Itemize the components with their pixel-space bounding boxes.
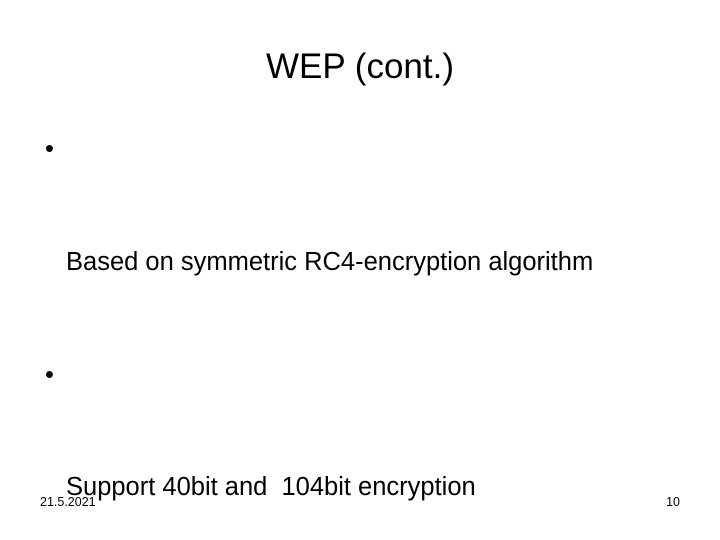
bullet-list: • Based on symmetric RC4-encryption algo… <box>40 131 688 540</box>
bullet-point-icon: • <box>45 135 54 163</box>
bullet-point-icon: • <box>45 360 54 389</box>
slide-footer: 21.5.2021 10 <box>40 494 680 514</box>
footer-page-number: 10 <box>666 495 680 509</box>
list-item-label: Support 40bit and 104bit encryption <box>66 473 476 502</box>
list-item-label: Based on symmetric RC4-encryption algori… <box>66 247 594 276</box>
page-title: WEP (cont.) <box>265 47 454 86</box>
footer-date: 21.5.2021 <box>40 495 96 509</box>
list-item: • Support 40bit and 104bit encryption <box>40 357 688 540</box>
list-item: • Based on symmetric RC4-encryption algo… <box>40 131 688 357</box>
